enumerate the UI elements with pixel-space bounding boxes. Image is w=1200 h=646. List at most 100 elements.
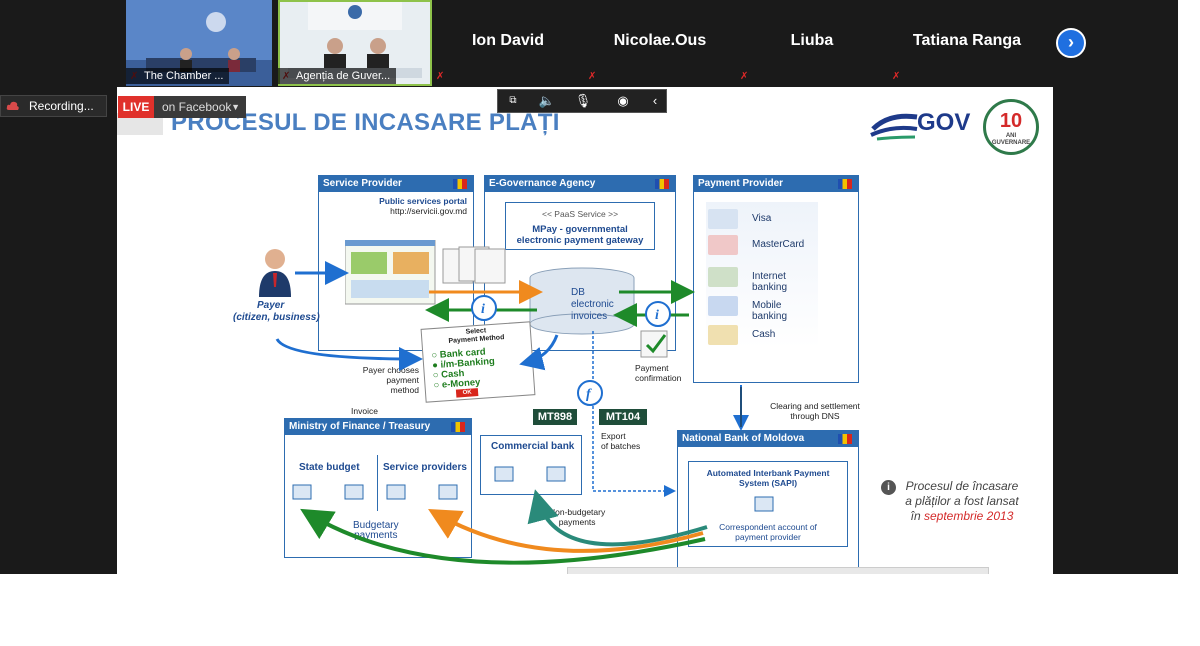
sapi-box: Automated Interbank Payment System (SAPI… [688, 461, 848, 547]
correspondent-sublabel: payment provider [735, 532, 801, 542]
portal-screenshot-icon [345, 240, 436, 305]
participant-name: Ion David [471, 32, 544, 49]
payer-person-icon [259, 249, 291, 297]
flow-arrows: i i f [275, 246, 774, 565]
caption-line: Budgetary [353, 520, 399, 531]
chevron-down-icon: ▼ [231, 102, 240, 112]
payment-item-label: MasterCard [752, 239, 805, 250]
moldova-flag-icon [453, 179, 467, 189]
mpay-gateway-box: << PaaS Service >> MPay - governmental e… [505, 202, 655, 250]
egov-swoosh-icon [870, 113, 918, 141]
mic-muted-icon: ✗ [588, 71, 597, 82]
note-line: a plăților a fost lansat [905, 494, 1019, 508]
note-prefix: în [910, 509, 921, 523]
box-header: Payment Provider [694, 176, 858, 192]
note-line: Procesul de încasare [905, 479, 1019, 493]
caption-line: of batches [601, 441, 641, 451]
note-date: septembrie 2013 [923, 509, 1014, 523]
slide-bottom-bar [567, 567, 989, 574]
screen-share-icon[interactable]: ⧉ [509, 95, 517, 106]
participant-video-tile-active[interactable]: ✗ Agenția de Guver... [278, 0, 432, 86]
mic-muted-icon: ✗ [892, 71, 901, 82]
mastercard-icon [708, 235, 738, 255]
confirmation-doc-icon [640, 330, 668, 358]
arrow [592, 331, 676, 497]
info-icon [645, 301, 671, 327]
visa-card-icon [708, 209, 738, 229]
participant-tile[interactable]: Tatiana Ranga ✗ [888, 0, 1046, 86]
seal-number: 10 [999, 110, 1023, 132]
box-header: Ministry of Finance / Treasury [285, 419, 471, 435]
moldova-flag-icon [838, 179, 852, 189]
live-platform-label: on Facebook [162, 100, 232, 114]
title-accent-bar [117, 113, 163, 135]
commercial-bank-box: Commercial bank [480, 435, 582, 495]
db-label: invoices [571, 311, 608, 322]
info-icon [471, 295, 497, 321]
caption-line: payments [354, 530, 398, 541]
payment-item-label: Internet banking [752, 271, 788, 293]
participant-tile[interactable]: Nicolae.Ous ✗ [584, 0, 736, 86]
mic-muted-icon: ✗ [436, 71, 445, 82]
meeting-window: ✗ The Chamber ... ✗ Agenția de Guver... … [0, 0, 1178, 574]
live-stream-badge[interactable]: LIVE on Facebook▼ [118, 96, 248, 118]
payment-item-label: Cash [752, 329, 776, 340]
caption-line: Payer chooses [362, 365, 419, 375]
svg-text:f: f [586, 387, 592, 402]
participant-name: Agenția de Guver... [278, 68, 397, 84]
arrow [527, 489, 708, 547]
moldova-flag-icon [451, 422, 465, 432]
correspondent-label: Correspondent account of [719, 522, 817, 532]
arrow [519, 334, 559, 371]
mpay-subtitle: electronic payment gateway [516, 235, 644, 246]
arrow [275, 338, 423, 371]
box-header: E-Governance Agency [485, 176, 675, 192]
participant-name: Nicolae.Ous [613, 32, 707, 49]
internet-banking-icon [708, 267, 738, 287]
cash-icon [708, 325, 738, 345]
mic-icon[interactable]: 🎙 [574, 93, 592, 108]
seal-line: GUVERNARE [991, 140, 1031, 146]
live-platform-dropdown[interactable]: on Facebook▼ [154, 96, 246, 118]
caption-line: through DNS [790, 411, 840, 421]
recording-indicator[interactable]: Recording... [0, 95, 107, 117]
arrow [428, 509, 704, 553]
participant-tile[interactable]: Liuba ✗ [736, 0, 888, 86]
document-stack-icon [442, 246, 506, 284]
collapse-icon[interactable]: ‹ [652, 93, 658, 108]
payment-provider-box: Payment Provider Visa MasterCard Interne… [693, 175, 859, 383]
db-label: DB [571, 287, 585, 298]
bank-icons [292, 466, 774, 512]
egov-logo: GOV [869, 105, 970, 145]
paas-label: << PaaS Service >> [542, 209, 619, 219]
mpay-title: MPay - governmental [532, 224, 628, 235]
caption-line: payment method [386, 375, 419, 395]
divider [377, 455, 378, 511]
share-toolbar: ⧉ 🔈 🎙 ◉ ‹ [497, 89, 667, 113]
moldova-flag-icon [655, 179, 669, 189]
mobile-banking-icon [708, 296, 738, 316]
participant-name: Tatiana Ranga [912, 32, 1022, 49]
payment-item: Mobile banking [708, 294, 810, 322]
participant-tile[interactable]: Ion David ✗ [432, 0, 584, 86]
live-tag: LIVE [118, 96, 154, 118]
chevron-right-icon[interactable]: › [1056, 28, 1086, 58]
participant-video-tile[interactable]: ✗ The Chamber ... [126, 0, 272, 86]
caption-line: payments [558, 517, 596, 527]
broadcast-icon[interactable]: ◉ [617, 93, 629, 108]
participant-name: Liuba [790, 32, 834, 49]
mic-muted-icon: ✗ [740, 71, 749, 82]
state-budget-label: State budget [299, 462, 360, 473]
mt104-tag: MT104 [599, 409, 647, 425]
caption-line: Clearing and settlement [770, 401, 860, 411]
payer-title: Payer [257, 300, 285, 311]
arrow [300, 508, 706, 565]
portal-label: Public services portal [379, 196, 467, 206]
speaker-icon[interactable]: 🔈 [538, 93, 556, 108]
payment-item: Visa [708, 207, 810, 231]
moldova-flag-icon [838, 434, 852, 444]
cloud-record-icon [6, 101, 19, 110]
